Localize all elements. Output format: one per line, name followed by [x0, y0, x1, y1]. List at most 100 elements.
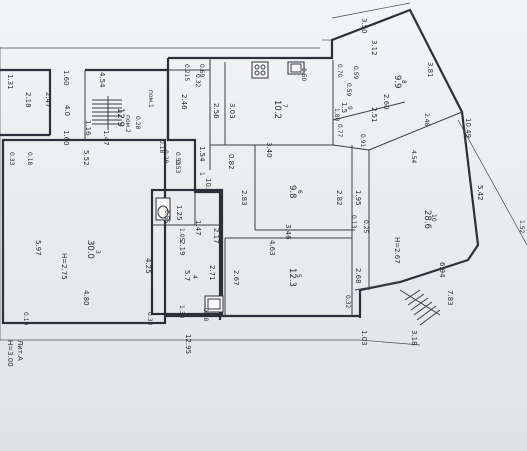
interior-walls	[84, 58, 463, 316]
dim-label: 4.54	[410, 150, 417, 164]
dim-label: 1.60	[62, 130, 70, 146]
room-1-area: 10.7	[204, 178, 212, 194]
dim-label: 0.32	[194, 74, 201, 88]
dim-label: 0.53	[174, 160, 181, 174]
dim-label: 1.25	[175, 205, 183, 221]
room-4-number: 4	[191, 275, 198, 279]
dim-label: 2.17	[212, 228, 220, 244]
dim-label: 0.18	[26, 152, 33, 166]
room-3-height: Н=2.75	[60, 253, 68, 280]
dim-label: 7.83	[446, 290, 454, 306]
lit-label: Лит.А	[16, 340, 24, 361]
kitchen-stove	[251, 61, 269, 79]
dim-label: 5.52	[82, 150, 90, 166]
dim-label: 0.91	[359, 134, 366, 148]
room-10-height: Н=2.67	[393, 237, 401, 264]
dim-label: 0.69	[198, 64, 205, 78]
room-6-area: 9.8	[287, 185, 297, 199]
dim-label: 2.51	[370, 107, 378, 123]
dimension-labels: 1.31 1.60 4.54 2.18 2.47 1.60 1.16 1.47 …	[6, 18, 525, 354]
dim-label: 0.19	[22, 312, 29, 326]
room-9-number: 9	[346, 106, 353, 110]
dim-label: 3.40	[265, 142, 273, 158]
dim-label: 1.80	[333, 108, 340, 122]
dim-label: 5.42	[476, 185, 484, 201]
dim-label: 3.03	[228, 103, 236, 119]
dim-label: 2.46	[180, 94, 188, 110]
dim-label: 1.05	[178, 228, 185, 242]
dim-label: 1.31	[6, 74, 14, 90]
dim-label: 2.67	[232, 270, 240, 286]
room-7-area: 10.2	[272, 100, 282, 119]
dim-label: 1.54	[198, 146, 206, 162]
dim-label: 0.25	[362, 220, 369, 234]
dim-label: 0.55	[163, 210, 170, 224]
room-3-number: 3	[94, 250, 101, 254]
dim-label: 4.25	[144, 258, 152, 274]
room-4-0-area: 4.0	[63, 105, 71, 116]
dim-label: 1.52	[518, 220, 525, 234]
room-2-sub-label: пом.2	[124, 115, 131, 133]
dim-label: 2.83	[240, 190, 248, 206]
dim-label: 0.33	[146, 312, 153, 326]
room-10-number: 10	[430, 214, 437, 222]
height-label: Н=3.00	[6, 340, 14, 367]
dim-label: 0.77	[336, 124, 343, 138]
dimension-lines	[0, 2, 527, 346]
room-7-number: 7	[281, 104, 288, 108]
dim-label: 0.28	[134, 116, 141, 130]
dim-label: 0.215	[183, 64, 190, 81]
room-6-number: 6	[296, 190, 303, 194]
dim-label: 0.59	[345, 83, 352, 97]
dim-label: 1.03	[360, 330, 368, 346]
dim-label: 1.16	[84, 120, 92, 136]
dim-label: 4.80	[82, 290, 90, 306]
room-4-area: 5.7	[183, 270, 191, 281]
staircase-right	[399, 289, 441, 326]
dim-label: 0.53	[174, 152, 181, 166]
room-1-number: 1	[198, 172, 205, 176]
room-8-area: 9.9	[392, 75, 402, 89]
room-5-area: 12.3	[287, 268, 297, 287]
dim-label: 2.19	[178, 240, 186, 256]
dim-label: 1.47	[194, 220, 202, 236]
dim-label: 2.47	[44, 92, 52, 108]
dim-label: 1.60	[62, 70, 70, 86]
dim-label: 3.12	[370, 40, 378, 56]
room-2-label: пом.1	[147, 90, 154, 108]
dim-label: 0.82	[227, 154, 235, 170]
dim-label: 0.13	[350, 215, 357, 229]
dim-label: 1.47	[102, 130, 110, 146]
room-9-area: 1.5	[340, 102, 348, 113]
dim-label: 0.70	[336, 64, 343, 78]
dim-label: 0.59	[352, 66, 359, 80]
dim-label: 2.48	[423, 113, 430, 127]
dim-label: 3.18	[410, 330, 418, 346]
dim-label: 2.71	[208, 265, 216, 281]
dim-label: 10.49	[464, 118, 472, 138]
dim-label: 3.46	[284, 224, 292, 240]
room-8-number: 8	[400, 80, 407, 84]
dim-label: 2.60	[382, 94, 390, 110]
dim-label: 4.54	[98, 72, 106, 88]
dim-label: 0.32	[344, 295, 351, 309]
room-3-area: 30.0	[85, 240, 95, 259]
dim-label: 0.50	[300, 68, 307, 82]
staircase-left	[92, 96, 122, 130]
dim-label: 3.50	[360, 18, 368, 34]
dim-label: 0.33	[8, 152, 15, 166]
dim-label: 2.82	[335, 190, 343, 206]
dim-label: 0.18	[202, 308, 209, 322]
room-5-number: 5	[295, 274, 302, 278]
toilet	[155, 197, 171, 221]
dim-label: 2.56	[212, 103, 220, 119]
bathtub	[204, 295, 224, 313]
dim-label: 4.63	[268, 240, 276, 256]
title-block: Лит.А Н=3.00	[6, 340, 24, 367]
dim-label: 3.81	[426, 62, 434, 78]
room-2-area: 12.9	[115, 108, 125, 127]
room-labels: 10.7 1 12.9 пом.1 пом.2 4.0 30.0 3 Н=2.7…	[60, 75, 437, 287]
dim-label: 0.28	[162, 150, 169, 164]
dim-label: 1.33	[178, 305, 185, 319]
